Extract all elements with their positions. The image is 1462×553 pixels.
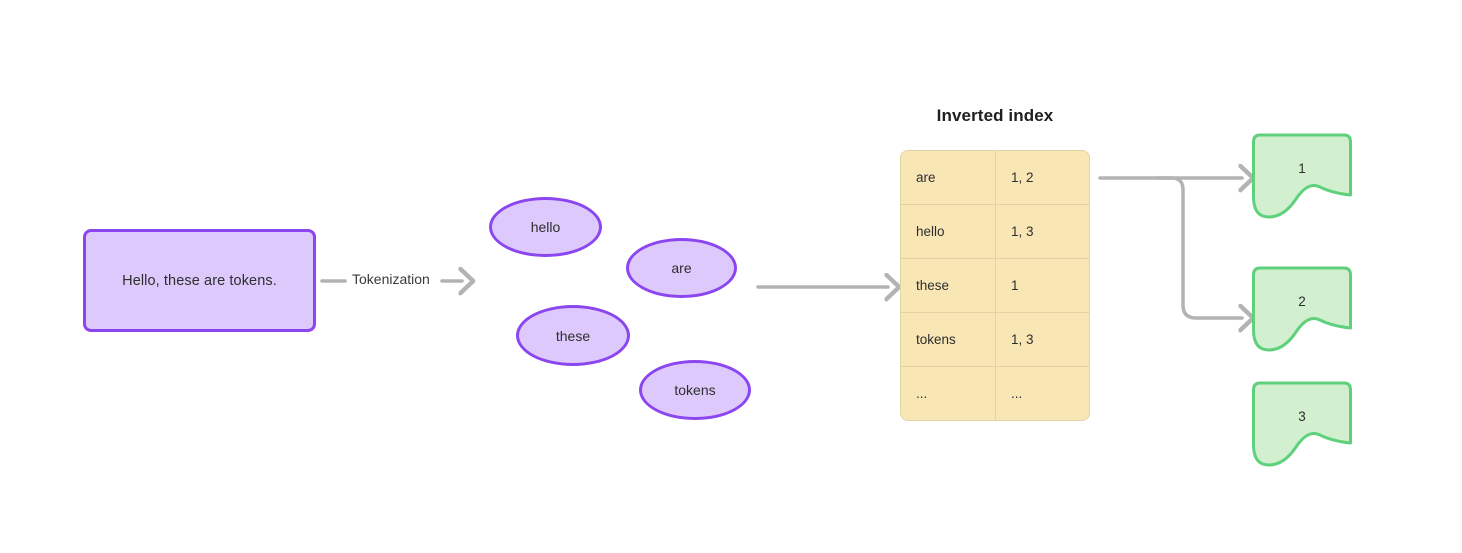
token-label: these [555, 327, 591, 344]
table-row: these 1 [901, 259, 1089, 313]
table-row: ... ... [901, 367, 1089, 420]
table-cell-postings: ... [1011, 386, 1023, 401]
document-shape-1: 1 [1252, 133, 1352, 219]
table-cell-postings: 1, 3 [1011, 224, 1034, 239]
token-ellipse-hello: hello [489, 197, 602, 257]
inverted-index-title: Inverted index [936, 106, 1054, 125]
connector-index-to-doc2 [1156, 176, 1242, 318]
table-cell-postings: 1, 3 [1011, 332, 1034, 347]
document-shape-3: 3 [1252, 381, 1352, 467]
table-cell-term: ... [901, 367, 996, 420]
document-label: 1 [1298, 161, 1306, 176]
table-row: are 1, 2 [901, 151, 1089, 205]
table-cell-term: hello [901, 205, 996, 258]
token-ellipse-these: these [516, 305, 630, 366]
document-shape-2: 2 [1252, 266, 1352, 352]
token-ellipse-tokens: tokens [639, 360, 751, 420]
token-label: are [671, 260, 692, 276]
table-cell-term: tokens [901, 313, 996, 366]
inverted-index-table: are 1, 2 hello 1, 3 these 1 tokens 1, 3 … [900, 150, 1090, 421]
tokenization-label: Tokenization [352, 271, 430, 287]
table-cell-postings: 1 [1011, 278, 1019, 293]
table-row: tokens 1, 3 [901, 313, 1089, 367]
table-cell-term: these [901, 259, 996, 312]
source-text-box: Hello, these are tokens. [83, 229, 316, 332]
table-row: hello 1, 3 [901, 205, 1089, 259]
document-icon [1252, 133, 1352, 219]
table-cell-term: are [901, 151, 996, 204]
source-text: Hello, these are tokens. [122, 272, 277, 289]
document-icon [1252, 266, 1352, 352]
token-ellipse-are: are [626, 238, 737, 298]
token-label: tokens [674, 382, 716, 398]
document-label: 2 [1298, 294, 1306, 309]
table-cell-postings: 1, 2 [1011, 170, 1034, 185]
document-label: 3 [1298, 409, 1306, 424]
token-label: hello [530, 219, 561, 235]
document-icon [1252, 381, 1352, 467]
